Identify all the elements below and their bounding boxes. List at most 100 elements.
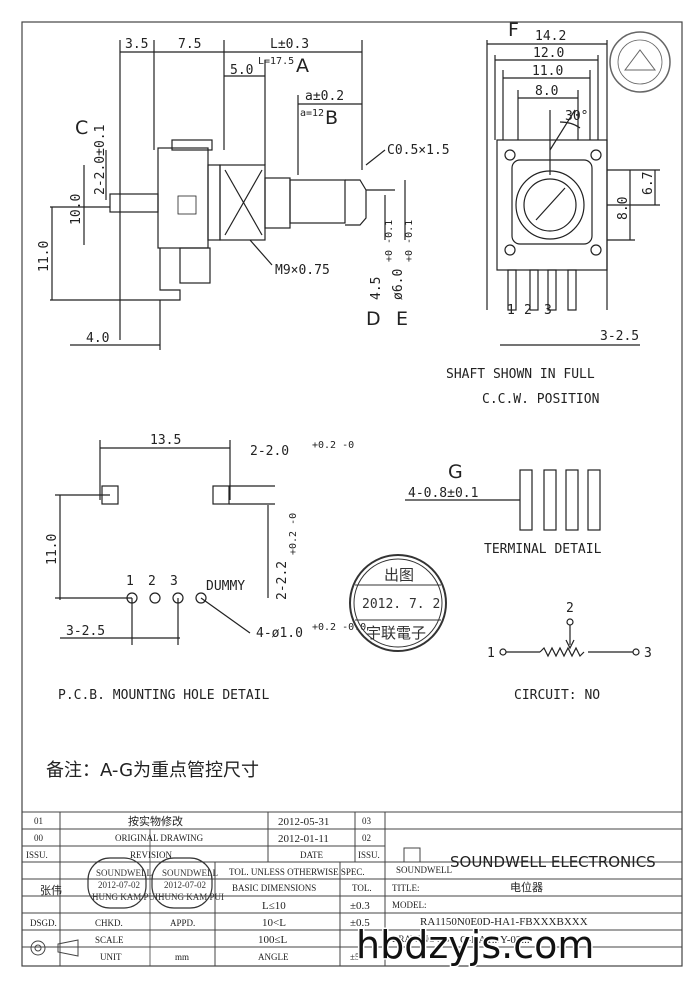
dim-slot-tol: +0.2 -0 [312,440,354,451]
angle-tol: ±5 [350,952,360,962]
caption-circuit: CIRCUIT: NO [514,688,600,703]
title-value: 电位器 [510,880,543,894]
circuit-pin-1: 1 [487,646,495,661]
dim-a: a±0.2 [305,89,344,104]
dim-11-0: 11.0 [37,241,52,272]
corner-seal [609,31,671,93]
rev-no-2: 00 [34,833,44,843]
tol-header: TOL. UNLESS OTHERWISE SPEC. [229,867,365,877]
dim-holes-tol: +0.2 -0.0 [312,622,366,633]
dim-14-2: 14.2 [535,29,566,44]
hdr-revision: REVISION [130,850,172,860]
dim-chamfer: C0.5×1.5 [387,143,450,158]
tol-range-1: L≤10 [262,900,286,912]
letter-E: E [396,308,408,330]
caption-terminal: TERMINAL DETAIL [484,542,602,557]
model-label: MODEL: [392,900,427,910]
circuit-pin-3: 3 [644,646,652,661]
tol-label: TOL. [352,883,372,893]
terminal-detail-text: G 4-0.8±0.1 TERMINAL DETAIL [408,461,602,557]
dim-C: 2-2.0±0.1 [93,125,108,195]
tol-range-2: 10<L [262,917,286,929]
drawing-no-value: C-RA1...Y-02... [460,934,530,946]
dsgd-label: DSGD. [30,918,57,928]
stamp2-date: 2012-07-02 [164,880,206,890]
title-block-text: 01 按实物修改 2012-05-31 03 00 ORIGINAL DRAWI… [26,814,656,962]
dim-L-value: L=17.5 [258,56,294,67]
dim-a-value: a=12 [300,108,324,119]
dim-8-0-f: 8.0 [535,84,558,99]
dim-8-0-side: 8.0 [616,197,631,220]
basic-dims: BASIC DIMENSIONS [232,883,316,893]
stamp1-place: HUNG KAM PUI [92,892,158,902]
dim-slot: 2-2.0 [250,444,289,459]
dim-vert-slot: 2-2.2 [275,561,290,600]
dim-pitch: 3-2.5 [600,329,639,344]
circuit-diagram [499,618,640,658]
unit-label: UNIT [100,952,122,962]
letter-D: D [366,308,381,330]
dim-L: L±0.3 [270,37,309,52]
pcb-detail [55,440,275,645]
front-view-text: F 14.2 12.0 11.0 8.0 30° 6.7 8.0 1 2 3 3… [446,19,656,407]
dim-5-0: 5.0 [230,63,253,78]
model-value: RA1150N0E0D-HA1-FBXXXBXXX [420,916,588,928]
dim-10-0: 10.0 [69,194,84,225]
angle-label: ANGLE [258,952,289,962]
approval-stamps: SOUNDWELL 2012-07-02 HUNG KAM PUI SOUNDW… [87,857,224,909]
pcb-pin-3: 3 [170,574,178,589]
front-view [486,40,660,346]
dim-12-0: 12.0 [533,46,564,61]
dim-E: ø6.0 [391,269,406,300]
scale-label: SCALE [95,935,124,945]
dim-6-7: 6.7 [641,172,656,195]
caption-shaft-1: SHAFT SHOWN IN FULL [446,367,595,382]
letter-G: G [448,461,463,483]
dim-D-tol: +0 -0.1 [384,220,395,262]
hdr-issu: ISSU. [26,850,48,860]
dim-4-0: 4.0 [86,331,109,346]
circuit-text: 1 2 3 CIRCUIT: NO [487,601,652,703]
stamp1-date: 2012-07-02 [98,880,140,890]
circuit-pin-2: 2 [566,601,574,616]
letter-F: F [508,19,519,41]
stamp2-place: HUNG KAM PUI [158,892,224,902]
hdr-date: DATE [300,850,323,860]
rev-no-1: 01 [34,816,43,826]
rev-seq-1: 03 [362,816,372,826]
unit-value: mm [175,952,189,962]
drawing-no-label: DRAWING NO: [392,934,453,944]
dim-term-width: 4-0.8±0.1 [408,486,478,501]
pcb-pin-1: 1 [126,574,134,589]
title-block [21,811,683,967]
tol-value-1: ±0.3 [350,900,370,912]
tol-value-2: ±0.5 [350,917,370,929]
pcb-pin-2: 2 [148,574,156,589]
rev-date-1: 2012-05-31 [278,816,329,828]
title-label: TITLE: [392,883,420,893]
chkd-label: CHKD. [95,918,123,928]
drawer-name: 张伟 [40,884,62,897]
pin-label-3: 3 [544,303,552,318]
note: 备注：A-G为重点管控尺寸 [46,760,259,781]
appd-label: APPD. [170,918,195,928]
rev-desc-2: ORIGINAL DRAWING [115,833,204,843]
dim-D: 4.5 [369,277,384,300]
hdr-issu2: ISSU. [358,850,380,860]
pcb-detail-text: 13.5 2-2.0 +0.2 -0 11.0 2-2.2 +0.2 -0 1 … [45,433,366,703]
release-stamp: 出图 2012. 7. 2 宇联電子 [349,554,447,652]
watermark: hbdzyjs.com [356,923,594,967]
dim-E-tol: +0 -0.1 [404,220,415,262]
dim-3-5: 3.5 [125,37,148,52]
dim-thread: M9×0.75 [275,263,330,278]
pin-label-2: 2 [524,303,532,318]
stamp2-name: SOUNDWELL [162,868,218,878]
stamp-top: 出图 [384,566,414,584]
letter-C: C [75,117,88,139]
company-logo-text: SOUNDWELL [396,865,452,875]
letter-B: B [325,107,338,129]
dim-pcb-11-0: 11.0 [45,534,60,565]
dim-11-0-f: 11.0 [532,64,563,79]
caption-shaft-2: C.C.W. POSITION [482,392,599,407]
